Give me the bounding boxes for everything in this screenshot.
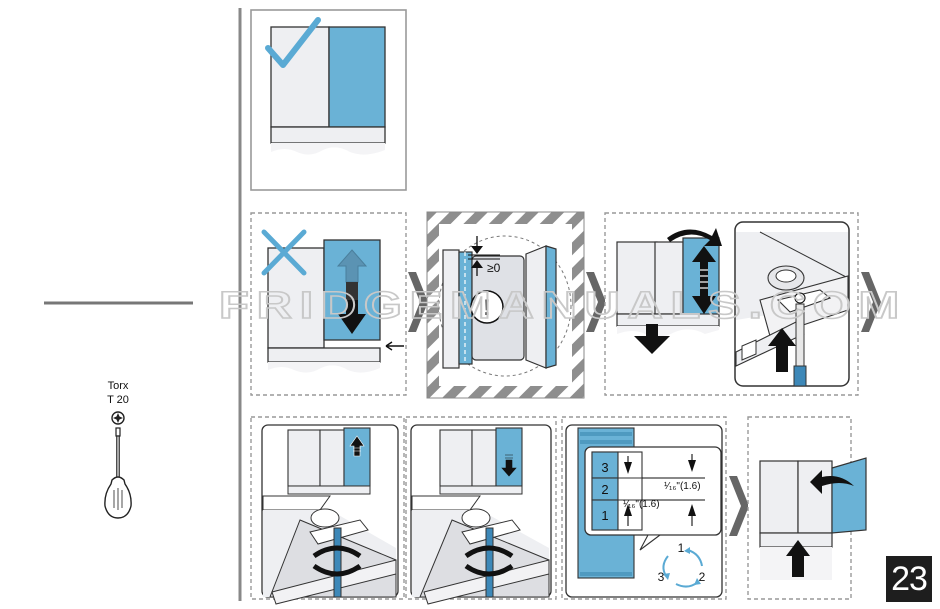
panel-correct-alignment: [250, 9, 407, 191]
watermark-text: FRIDGEMANUALS.COM: [219, 285, 907, 327]
door-panel: [328, 26, 386, 128]
cross-mark-icon: [261, 229, 307, 276]
offset-upper-label: ¹⁄₁₆"(1.6): [664, 481, 701, 492]
up-arrow-icon: [349, 435, 365, 457]
step-arrow-icon: [586, 272, 606, 332]
sequence-step-2: 2: [699, 570, 706, 584]
close-arrow-icon: [810, 470, 854, 494]
torx-screw-icon: [794, 292, 806, 304]
door-edge: [545, 245, 557, 369]
down-arrow-icon: [501, 454, 517, 477]
door-panel: [831, 457, 867, 534]
screwdriver-shaft: [333, 527, 342, 598]
gap-pointer-arrow: [385, 341, 404, 351]
cabinet-panel: [471, 429, 497, 487]
cabinet-panel: [439, 429, 473, 487]
rotate-arrow-icon: [312, 545, 362, 577]
gap-dimension-icon: [468, 236, 500, 276]
dimension-arrows-icon: [624, 454, 696, 526]
level-1-label: 1: [601, 508, 608, 523]
step-arrow-icon: [408, 272, 428, 332]
cabinet-panel: [287, 429, 321, 487]
panel-caution-measurement: ≥0 !: [426, 211, 585, 399]
torx-screwdriver-tool: Torx T 20: [104, 380, 132, 519]
screwdriver-icon: [104, 427, 132, 519]
cabinet-panel: [654, 241, 684, 315]
cabinet-panel: [797, 460, 833, 534]
tool-name-label: Torx: [108, 380, 129, 392]
panel-raise-door: [250, 416, 405, 605]
cabinet-panel: [616, 241, 658, 315]
up-arrow-icon: [768, 328, 796, 372]
level-2-label: 2: [601, 482, 608, 497]
vertical-adjust-arrow-icon: [692, 246, 716, 314]
rotate-arrow-icon: [667, 228, 722, 246]
double-arrow-icon: [336, 249, 368, 334]
cabinet-panel: [759, 460, 799, 534]
step-arrow-icon: [861, 272, 881, 332]
panel-lower-door: [405, 416, 557, 605]
check-mark-icon: [265, 17, 321, 68]
level-3-label: 3: [601, 460, 608, 475]
cabinet-base: [270, 126, 386, 144]
panel-close-door: [747, 416, 867, 600]
sequence-step-3: 3: [658, 570, 665, 584]
cycle-sequence-icon: 1 2 3: [658, 541, 706, 588]
offset-lower-label: ¹⁄₁₆"(1.6): [623, 499, 660, 510]
level-scale: 3 2 1: [591, 451, 705, 531]
torx-star-icon: [111, 411, 125, 425]
rotate-arrow-icon: [464, 545, 514, 577]
page-number-badge: 23: [886, 556, 932, 602]
door-panel: [495, 427, 523, 487]
panel-loosen-hinge: [604, 212, 859, 396]
warning-icon: !: [470, 290, 504, 324]
up-arrow-icon: [786, 540, 810, 577]
cabinet-base: [267, 347, 381, 363]
hinge-zoom-inset: [734, 221, 850, 387]
tool-size-label: T 20: [107, 394, 129, 406]
gap-value-label: ≥0: [487, 261, 501, 275]
down-arrow-icon: [634, 324, 670, 354]
sequence-step-1: 1: [678, 541, 685, 555]
step-arrow-icon: [729, 476, 749, 536]
panel-misaligned-door: [250, 212, 407, 396]
warning-symbol: !: [483, 295, 490, 320]
screwdriver-shaft: [485, 527, 494, 598]
panel-adjustment-levels: 3 2 1 ¹⁄₁₆"(1.6) ¹⁄₁₆"(1.6) 1 2: [561, 416, 727, 600]
cabinet-panel: [319, 429, 345, 487]
